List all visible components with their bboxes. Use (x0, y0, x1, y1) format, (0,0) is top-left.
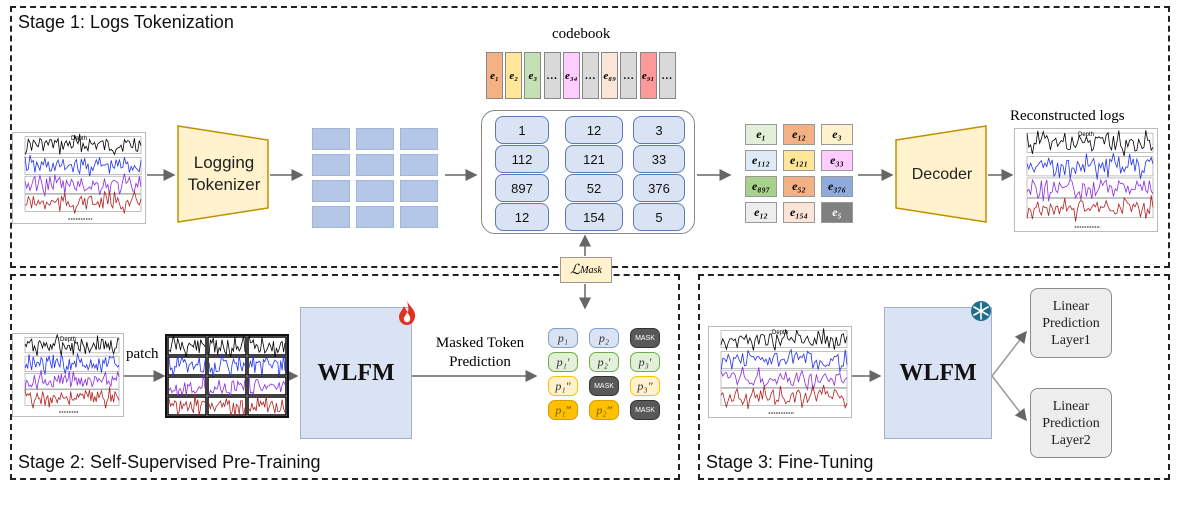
predicted-token: p₃′ (630, 352, 660, 372)
codebook-index: 897 (495, 174, 549, 202)
masked-prediction-label: Masked Token Prediction (435, 335, 525, 370)
stage3-input-logs-plot: Depth (708, 326, 852, 418)
predicted-token: p₂′ (589, 352, 619, 372)
mask-token: MASK (630, 400, 660, 420)
reconstructed-logs-plot: Depth (1014, 128, 1158, 232)
stage3-label: Stage 3: Fine-Tuning (706, 452, 874, 472)
plot-title: Depth (60, 337, 76, 343)
quantized-token: e₁₂ (783, 124, 815, 145)
input-logs-plot: Depth (12, 132, 146, 224)
codebook-entry: e₃ (524, 52, 542, 99)
index-container (481, 110, 695, 234)
codebook-entry: e₉₁ (639, 52, 657, 99)
loss-symbol: ℒ (570, 262, 581, 278)
predicted-token: p₂ (589, 328, 619, 348)
quantized-token: e₁ (745, 124, 777, 145)
predicted-token: p₁‴ (548, 400, 578, 420)
predicted-token: p₁′ (548, 352, 578, 372)
quantized-token: e₁₁₂ (745, 150, 777, 171)
plot-title: Depth (71, 136, 87, 142)
quantized-token: e₁₂₁ (783, 150, 815, 171)
decoder-shape (895, 125, 987, 223)
linear-prediction-layer2: Linear Prediction Layer2 (1030, 388, 1112, 458)
codebook-index: 1 (495, 116, 549, 144)
predicted-token: p₃″ (630, 376, 660, 396)
quantized-token: e₃₇₆ (821, 176, 853, 197)
codebook-index: 12 (495, 203, 549, 231)
tokenizer-label: Logging Tokenizer (187, 153, 261, 194)
loss-subscript: Mask (580, 264, 602, 276)
codebook-title: codebook (552, 26, 611, 42)
codebook-index: 112 (495, 145, 549, 173)
quantized-token: e₅ (821, 202, 853, 223)
wlfm-finetune-model: WLFM (884, 307, 992, 439)
mask-token: MASK (589, 376, 619, 396)
codebook-index: 121 (565, 145, 623, 173)
codebook-entry: … (658, 52, 676, 99)
wlfm-pretrain-model: WLFM (300, 307, 412, 439)
plot-title: Depth (772, 330, 788, 336)
fire-icon (396, 300, 418, 326)
codebook-index: 154 (565, 203, 623, 231)
plot-title: Depth (1078, 132, 1094, 138)
quantized-token: e₁₅₄ (783, 202, 815, 223)
decoder-label: Decoder (911, 166, 973, 183)
codebook-index: 376 (633, 174, 685, 202)
predicted-token: p₁″ (548, 376, 578, 396)
codebook-index: 12 (565, 116, 623, 144)
codebook-entry: … (620, 52, 638, 99)
stage2-label: Stage 2: Self-Supervised Pre-Training (18, 452, 321, 472)
codebook-entry: e₂ (505, 52, 523, 99)
codebook-index: 52 (565, 174, 623, 202)
tokenizer-shape (177, 125, 269, 223)
codebook-entry: e₁ (486, 52, 503, 99)
quantized-token: e₁₂ (745, 202, 777, 223)
quantized-token: e₃ (821, 124, 853, 145)
patched-logs (165, 334, 289, 418)
snowflake-icon (970, 300, 992, 322)
codebook-entry: … (543, 52, 561, 99)
codebook-entry: … (582, 52, 599, 99)
stage2-box (10, 274, 680, 480)
linear-prediction-layer1: Linear Prediction Layer1 (1030, 288, 1112, 358)
quantized-token: e₃₃ (821, 150, 853, 171)
codebook-index: 3 (633, 116, 685, 144)
codebook-index: 5 (633, 203, 685, 231)
codebook-index: 33 (633, 145, 685, 173)
codebook-entry: e₃₄ (562, 52, 580, 99)
patch-label: patch (126, 346, 159, 362)
predicted-token: p₂‴ (589, 400, 619, 420)
predicted-token: p₁ (548, 328, 578, 348)
embedding-grid (312, 128, 442, 228)
mask-token: MASK (630, 328, 660, 348)
stage3-box (698, 274, 1170, 480)
stage2-input-logs-plot: Depth (12, 333, 124, 417)
stage1-label: Stage 1: Logs Tokenization (18, 12, 234, 32)
quantized-token: e₈₉₇ (745, 176, 777, 197)
reconstructed-label: Reconstructed logs (1010, 108, 1125, 124)
quantized-token: e₅₂ (783, 176, 815, 197)
codebook-entry: e₈₉ (601, 52, 619, 99)
